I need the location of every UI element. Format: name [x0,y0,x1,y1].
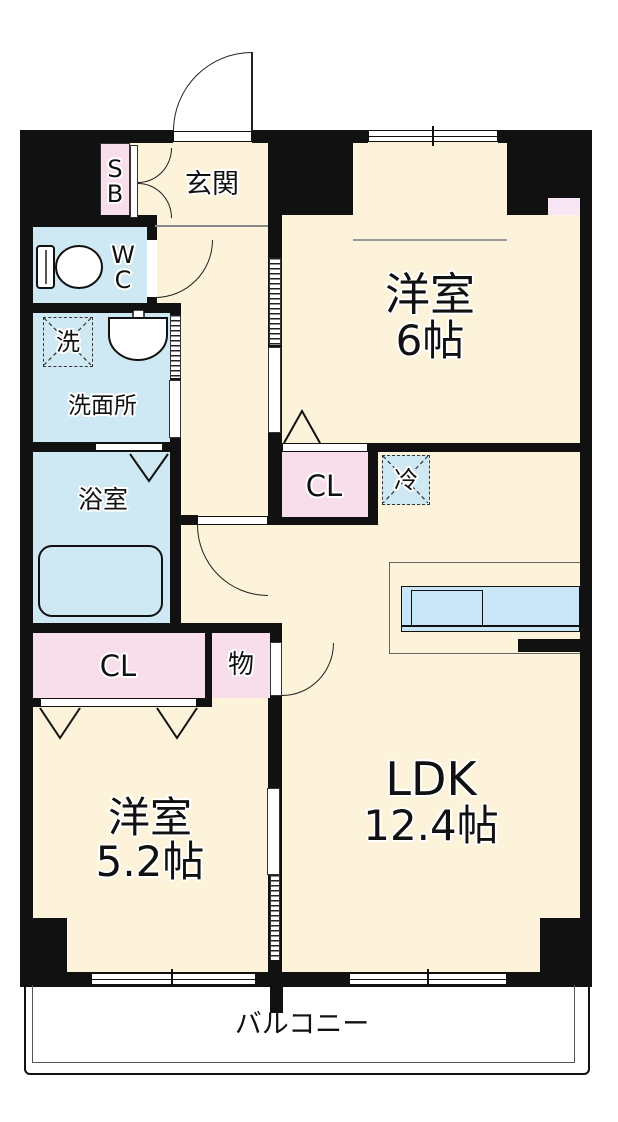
laundry-label: 洗 [56,327,80,356]
washroom-sliding-door-panel [169,380,181,438]
wall-wet-right [170,313,181,633]
wc-door-opening [147,240,157,297]
window-bay-line [353,239,507,241]
wall-top-left [20,130,173,143]
room5-window-tick [171,969,173,989]
closet-lower-folding-mark-1 [39,707,81,740]
genkan-step-line [155,225,268,227]
shoe-box [100,143,130,220]
closet-upper-sill [282,443,368,452]
balcony-divider-stub [270,985,283,1013]
storage-label: 物 [227,650,254,681]
bathtub [38,545,163,617]
kitchen-sink [411,590,483,626]
ldk-window-tick [427,969,429,989]
washroom-sliding-door-rail [170,315,181,378]
pillar-bottom-right [540,918,580,972]
entrance-door-sill [173,131,252,142]
wall-closet-upper-bottom [282,517,368,525]
pillar-top-left [33,143,100,215]
washroom-label: 洗面所 [68,393,137,420]
shoe-box-door-strip [130,145,138,218]
wall-below-wc [33,303,181,313]
balcony-label: バルコニー [234,1008,370,1040]
balcony-area [24,985,590,1075]
balcony-rail [32,985,575,1063]
wall-above-closet-lower [20,623,282,633]
wall-room6-ldk [368,443,580,452]
closet-lower-label: CL [99,648,137,683]
storage-door-strip [270,642,282,696]
wall-right [580,130,592,987]
wall-hall-ldk-band [170,515,198,525]
bathroom-door-sill [95,443,163,451]
washbasin-icon [108,309,168,361]
refrigerator-box [382,455,430,505]
closet-lower-folding-mark-2 [156,707,198,740]
hall-ldk-door-sill [197,516,268,525]
room6-sliding-door-panel [268,347,281,433]
closet-lower-box [32,633,205,698]
bathroom-label: 浴室 [77,485,128,514]
closet-upper-label: CL [305,468,343,503]
wall-left [20,130,33,987]
kitchen-counter-edge [401,625,580,627]
room5-sliding-door-panel [267,788,280,875]
entrance-door-swing-arc [173,52,252,131]
pillar-bottom-left [33,918,67,972]
closet-lower-sill [40,698,197,707]
wall-above-wc [33,215,157,227]
closet-upper-folding-mark [283,408,321,444]
wall-closet-upper-right [368,443,378,525]
closet-upper-box [280,452,368,517]
room5-sliding-door-rail [270,875,280,960]
room6-window-tick [432,126,434,146]
toilet-icon [36,245,103,289]
refrigerator-label: 冷 [394,465,418,494]
pipe-space-box2 [548,198,580,215]
entrance-door-panel [250,52,253,131]
laundry-box [43,317,93,367]
room5-window [91,973,256,985]
genkan-label: 玄関 [185,168,239,200]
bathroom-folding-mark [129,453,169,483]
storage-box [212,633,270,698]
wall-kitchen-band [518,639,580,652]
wall-closet-lower-right [205,633,212,707]
pillar-entry-right [268,132,353,215]
room6-sliding-door-rail [269,258,281,345]
